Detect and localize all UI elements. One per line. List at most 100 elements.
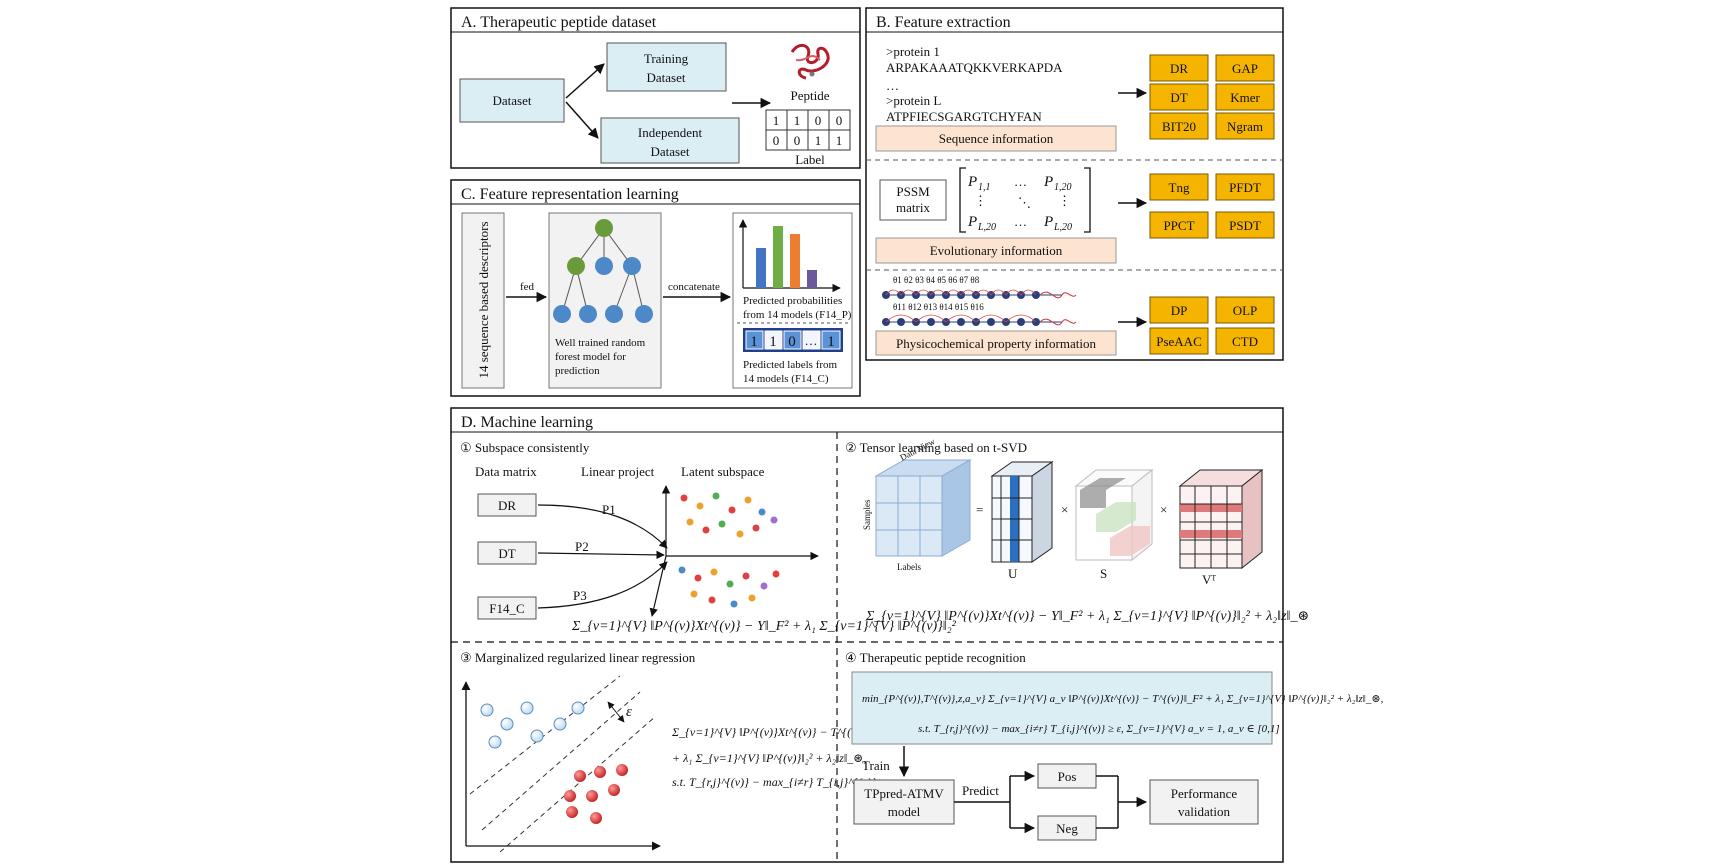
seq-line: >protein L xyxy=(886,93,941,108)
train-label: Train xyxy=(862,758,890,773)
matrix-entry: P xyxy=(967,174,977,190)
grid-cell: 0 xyxy=(836,113,843,128)
model-line: model xyxy=(888,804,921,819)
grid-cell: 1 xyxy=(836,133,843,148)
physicochemical-info-label: Physicochemical property information xyxy=(896,336,1097,351)
feature-gap: GAP xyxy=(1232,61,1258,76)
matrix-sub: L,20 xyxy=(977,222,996,233)
factor-u: U xyxy=(1008,566,1018,581)
descriptors-label: 14 sequence based descriptors xyxy=(476,221,491,378)
sequence-info-box xyxy=(875,125,1117,152)
grid-cell: 0 xyxy=(815,113,822,128)
neg-label: Neg xyxy=(1056,821,1078,836)
probability-bar-chart xyxy=(738,219,841,293)
panel-d-title: D. Machine learning xyxy=(461,414,593,431)
labels-line: 14 models (F14_C) xyxy=(743,373,829,385)
label-grid: 1 1 0 0 0 0 1 1 xyxy=(765,109,851,151)
probabilities-line: from 14 models (F14_P) xyxy=(743,309,852,321)
label-cell: 0 xyxy=(788,334,796,350)
concatenate-label: concatenate xyxy=(668,281,720,293)
tensor-section: ② Tensor learning based on t-SVD Data Vi… xyxy=(845,436,1309,624)
op-equal: = xyxy=(976,502,983,517)
peptide-label: Peptide xyxy=(791,88,830,103)
feature-pseaac: PseAAC xyxy=(1156,334,1202,349)
red-class-points xyxy=(564,764,628,824)
matrix-sub: L,20 xyxy=(1053,222,1072,233)
s3-title: ③ Marginalized regularized linear regres… xyxy=(460,650,696,665)
training-dataset-box xyxy=(606,42,727,92)
feature-tng: Tng xyxy=(1169,180,1190,195)
independent-dataset-box xyxy=(600,117,740,164)
performance-line: validation xyxy=(1178,804,1230,819)
s1-proj: P1 xyxy=(602,502,616,517)
s1-row-dr: DR xyxy=(498,498,516,513)
pssm-line-1: PSSM xyxy=(896,184,930,199)
s1-proj: P2 xyxy=(575,539,589,554)
matrix-entry: P xyxy=(1043,214,1053,230)
s1-col: Linear project xyxy=(581,464,655,479)
neg-box xyxy=(1037,815,1097,841)
pssm-matrix: P 1,1 … P 1,20 ⋮ ⋱ ⋮ P L,20 … P L,20 xyxy=(959,167,1091,233)
feature-kmer: Kmer xyxy=(1230,90,1260,105)
training-line-2: Dataset xyxy=(647,70,686,85)
grid-cell: 1 xyxy=(794,113,801,128)
recognition-section: ④ Therapeutic peptide recognition min_{P… xyxy=(845,650,1384,841)
s4-title: ④ Therapeutic peptide recognition xyxy=(845,650,1026,665)
s3-formula-line: Σ_{v=1}^{V} ‖P^{(v)}Xt^{(v)} − T^{(v)}‖_… xyxy=(671,725,886,739)
label-cell: 1 xyxy=(769,334,777,350)
matrix-dots: … xyxy=(1014,174,1027,189)
physicochemical-section: Physicochemical property information DP … xyxy=(875,296,1275,356)
panel-d: D. Machine learning ① Subspace consisten… xyxy=(450,407,1384,863)
labels-line: Predicted labels from xyxy=(743,359,838,371)
feature-dp: DP xyxy=(1171,303,1188,318)
feature-dt: DT xyxy=(1170,90,1187,105)
axis-labels: Labels xyxy=(897,562,921,572)
label-cell: 1 xyxy=(827,334,835,350)
training-line-1: Training xyxy=(644,51,689,66)
grid-cell: 0 xyxy=(794,133,801,148)
dataset-label: Dataset xyxy=(493,93,532,108)
s1-col: Data matrix xyxy=(475,464,537,479)
axis-samples: Samples xyxy=(862,499,872,530)
data-tensor-cube: Data View Samples Labels xyxy=(862,436,972,572)
s1-proj: P3 xyxy=(573,588,587,603)
seq-line: … xyxy=(886,78,899,93)
epsilon-label: ε xyxy=(626,704,632,720)
matrix-dots: ⋱ xyxy=(1018,195,1031,210)
s1-formula: Σ_{v=1}^{V} ‖P^{(v)}Xt^{(v)} − Y‖_F² + λ… xyxy=(571,619,957,634)
panel-c: C. Feature representation learning 14 se… xyxy=(450,179,861,397)
matrix-sub: 1,1 xyxy=(978,182,991,193)
evolutionary-feature-grid: Tng PFDT PPCT PSDT xyxy=(1149,173,1275,239)
feature-bit20: BIT20 xyxy=(1162,119,1196,134)
optimization-box xyxy=(851,671,1273,745)
s1-row-dt: DT xyxy=(498,546,515,561)
factor-s: S xyxy=(1100,566,1107,581)
sequence-feature-grid: DR GAP DT Kmer BIT20 Ngram xyxy=(1149,54,1275,140)
op-times: × xyxy=(1061,502,1068,517)
s4-opt-line: min_{P^{(v)},T^{(v)},z,a_v} Σ_{v=1}^{V} … xyxy=(862,693,1384,705)
performance-line: Performance xyxy=(1171,786,1238,801)
s3-formula-line: + λ₁ Σ_{v=1}^{V} ‖P^{(v)}‖₂² + λ₂‖z‖_⊛, xyxy=(672,751,866,765)
model-box xyxy=(853,779,955,825)
grid-cell: 1 xyxy=(815,133,822,148)
label-cell: 1 xyxy=(750,334,758,350)
matrix-entry: P xyxy=(1043,174,1053,190)
label-cell: … xyxy=(805,333,818,348)
subspace-section: ① Subspace consistently Data matrix Line… xyxy=(460,440,957,634)
s3-formula-line: s.t. T_{r,j}^{(v)} − max_{i≠r} T_{i,j}^{… xyxy=(672,775,894,789)
pssm-line-2: matrix xyxy=(896,200,930,215)
feature-ctd: CTD xyxy=(1232,334,1258,349)
regression-section: ③ Marginalized regularized linear regres… xyxy=(460,650,894,853)
s1-title: ① Subspace consistently xyxy=(460,440,590,455)
independent-line-2: Dataset xyxy=(651,144,690,159)
op-times: × xyxy=(1160,502,1167,517)
s-tensor xyxy=(1074,468,1154,562)
peptide-structure-icon xyxy=(790,43,830,80)
svg-text:θ1 θ2 θ3 θ4 θ5 θ6 θ7 θ8: θ1 θ2 θ3 θ4 θ5 θ6 θ7 θ8 xyxy=(893,275,980,285)
blue-class-points xyxy=(480,701,585,749)
s2-formula: Σ_{v=1}^{V} ‖P^{(v)}Xt^{(v)} − Y‖_F² + λ… xyxy=(865,609,1309,624)
model-line: TPpred-ATMV xyxy=(864,786,944,801)
fed-label: fed xyxy=(520,281,535,293)
matrix-sub: 1,20 xyxy=(1054,182,1072,193)
independent-line-1: Independent xyxy=(638,125,703,140)
